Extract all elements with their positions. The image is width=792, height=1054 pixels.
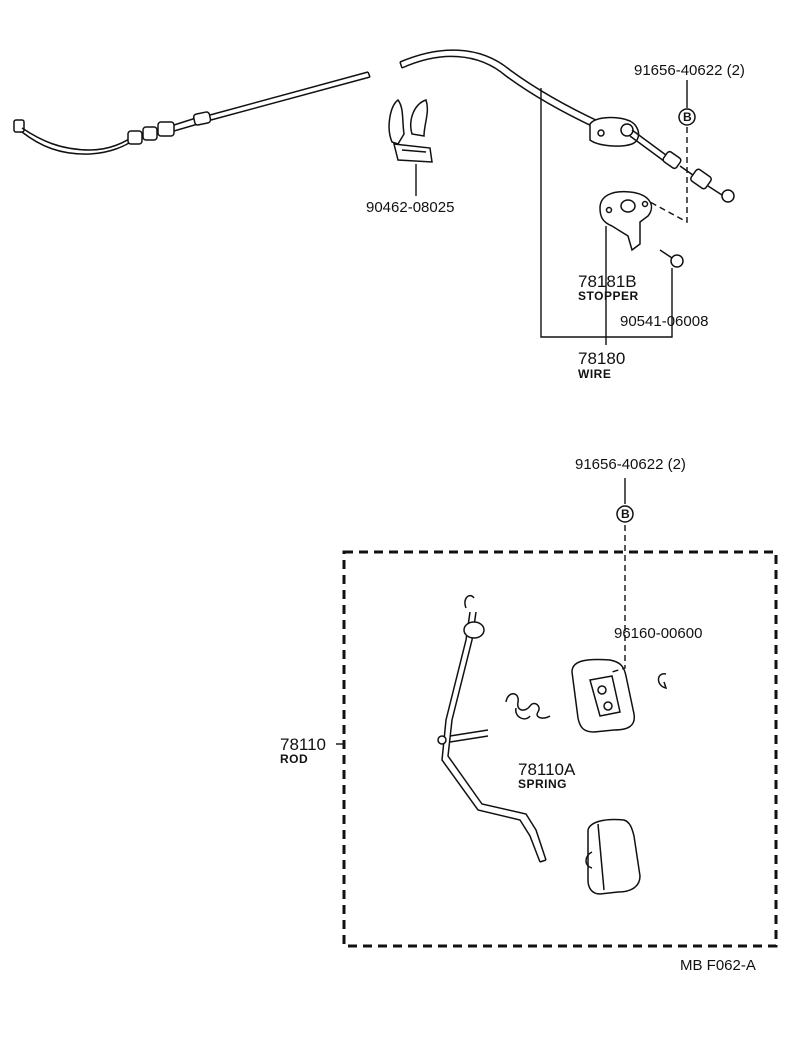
rod-part-name: ROD: [280, 752, 308, 766]
pedal-rod-assembly: [336, 478, 778, 948]
accelerator-wire-assembly: [13, 49, 735, 345]
figure-code: MB F062-A: [680, 957, 756, 974]
e-clip-illustration: [657, 673, 668, 689]
bolt-bottom-marker-circle: [616, 505, 634, 523]
spring-illustration: [505, 693, 551, 720]
bolt-bottom-leader-line: [611, 525, 626, 673]
rod-part-number: 78110: [280, 735, 326, 754]
clip-part-number: 90462-08025: [366, 199, 454, 216]
stopper-bracket-illustration: [599, 190, 653, 252]
pedal-bracket-illustration: [571, 658, 636, 733]
bolt-top-leader-line: [649, 127, 688, 224]
bolt-top-marker-letter: B: [683, 110, 692, 124]
spring-part-name: SPRING: [518, 777, 567, 791]
spring-part-number: 78110A: [518, 760, 576, 779]
stopper-part-name: STOPPER: [578, 289, 639, 303]
screw-part-number: 90541-06008: [620, 313, 708, 330]
bolt-bottom-marker-letter: B: [621, 507, 630, 521]
wire-part-name: WIRE: [578, 367, 611, 381]
wire-part-number: 78180: [578, 349, 625, 368]
rod-assembly-boundary: [342, 550, 778, 948]
e-clip-part-number: 96160-00600: [614, 625, 702, 642]
wire-right-section-illustration: [399, 49, 735, 203]
stopper-part-number: 78181B: [578, 272, 637, 291]
screw-illustration: [659, 249, 684, 268]
clip-illustration: [388, 98, 433, 163]
rod-illustration: [437, 594, 547, 863]
wire-left-end-illustration: [13, 71, 371, 155]
bolt-top-marker-circle: [678, 108, 696, 126]
bolt-bottom-part-number: 91656-40622 (2): [575, 456, 686, 473]
pedal-pad-illustration: [585, 818, 641, 895]
bolt-top-part-number: 91656-40622 (2): [634, 62, 745, 79]
